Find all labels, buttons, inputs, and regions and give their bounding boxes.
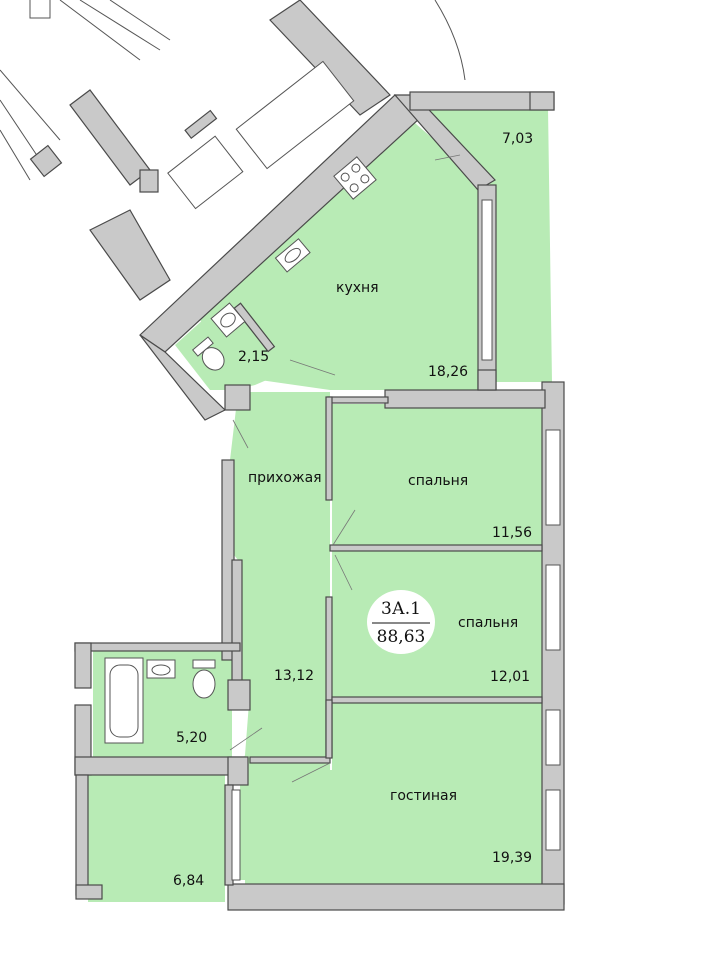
bathtub-icon xyxy=(104,657,144,744)
bedroom2-area: 12,01 xyxy=(490,669,530,685)
wc-area: 2,15 xyxy=(238,349,269,365)
bedroom1 xyxy=(332,404,542,548)
kitchen-sink-icon xyxy=(274,238,311,273)
bedroom1-area: 11,56 xyxy=(492,525,532,541)
bathroom-area: 5,20 xyxy=(176,730,207,746)
bedroom2-label: спальня xyxy=(458,615,518,631)
living-label: гостиная xyxy=(390,788,457,804)
wc-sink-icon xyxy=(210,302,246,338)
balcony-bottom-area: 6,84 xyxy=(173,873,204,889)
apartment-total-area: 88,63 xyxy=(377,627,426,647)
kitchen-area: 18,26 xyxy=(428,364,468,380)
hallway-area: 13,12 xyxy=(274,668,314,684)
fixtures xyxy=(104,156,377,744)
balcony-bottom xyxy=(88,775,225,902)
toilet-icon xyxy=(191,336,225,371)
windows xyxy=(231,199,561,881)
hallway-label: прихожая xyxy=(248,470,322,486)
bedroom2 xyxy=(332,550,542,700)
apartment-code: 3А.1 xyxy=(381,599,421,619)
wc xyxy=(175,300,290,390)
kitchen-label: кухня xyxy=(336,280,379,296)
stove-icon xyxy=(333,156,377,200)
balcony-top-area: 7,03 xyxy=(502,131,533,147)
apartment-badge: 3А.1 88,63 xyxy=(367,590,435,654)
balcony-top xyxy=(420,108,552,382)
bedroom1-label: спальня xyxy=(408,473,468,489)
bathroom-toilet-icon xyxy=(192,659,216,699)
living-area: 19,39 xyxy=(492,850,532,866)
living-room xyxy=(245,702,542,884)
doors xyxy=(229,154,461,783)
bathroom-sink-icon xyxy=(146,659,176,679)
kitchen xyxy=(200,110,478,390)
stairwell-area xyxy=(0,0,466,301)
